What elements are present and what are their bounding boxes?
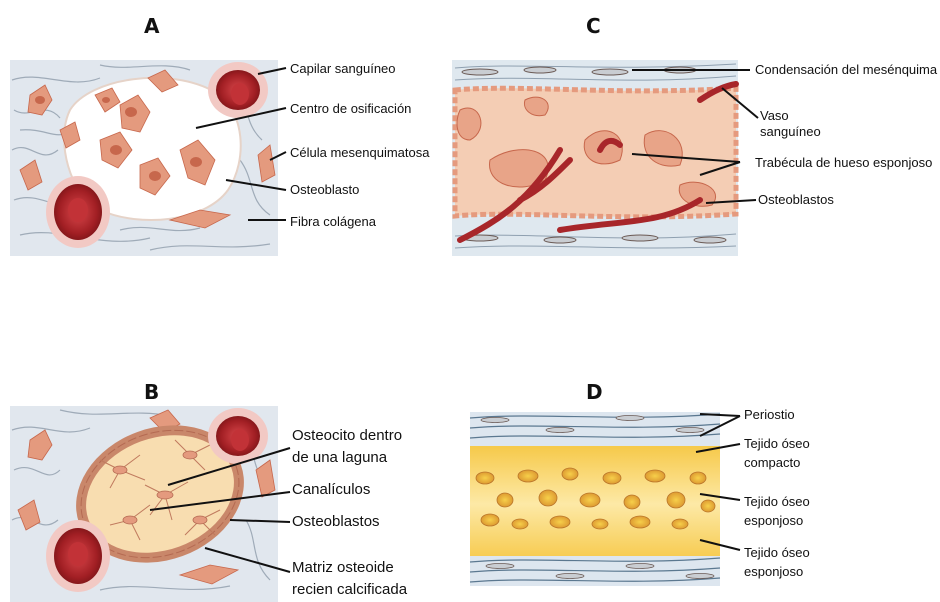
label-compact-line1: Tejido óseo: [744, 436, 810, 452]
label-mesenchyme-condensation: Condensación del mesénquima: [755, 62, 937, 78]
label-spongy-line1: Tejido óseo: [744, 494, 810, 510]
panel-a-illustration: [10, 60, 286, 256]
label-vessel-line2: sanguíneo: [760, 124, 821, 140]
label-spongy2-line2: esponjoso: [744, 564, 803, 580]
panel-c-illustration: [452, 60, 758, 256]
label-osteoblasts-b: Osteoblastos: [292, 511, 380, 532]
label-osteoblast-a: Osteoblasto: [290, 182, 359, 198]
panel-b-illustration: [10, 403, 290, 602]
label-capillary-a: Capilar sanguíneo: [290, 61, 396, 77]
label-compact-line2: compacto: [744, 455, 800, 471]
panel-d-illustration: [470, 412, 740, 586]
label-osteoblasts-c: Osteoblastos: [758, 192, 834, 208]
label-matrix-line2: recien calcificada: [292, 579, 407, 600]
label-ossification-center: Centro de osificación: [290, 101, 411, 117]
label-spongy-line2: esponjoso: [744, 513, 803, 529]
label-spongy2-line1: Tejido óseo: [744, 545, 810, 561]
label-osteocyte-line1: Osteocito dentro: [292, 425, 402, 446]
label-mesenchymal-cell: Célula mesenquimatosa: [290, 145, 429, 161]
label-canaliculi: Canalículos: [292, 479, 370, 500]
label-trabecula: Trabécula de hueso esponjoso: [755, 155, 932, 171]
label-periosteum: Periostio: [744, 407, 795, 423]
label-matrix-line1: Matriz osteoide: [292, 557, 394, 578]
label-osteocyte-line2: de una laguna: [292, 447, 387, 468]
label-vessel-line1: Vaso: [760, 108, 789, 124]
label-collagen-fiber: Fibra colágena: [290, 214, 376, 230]
